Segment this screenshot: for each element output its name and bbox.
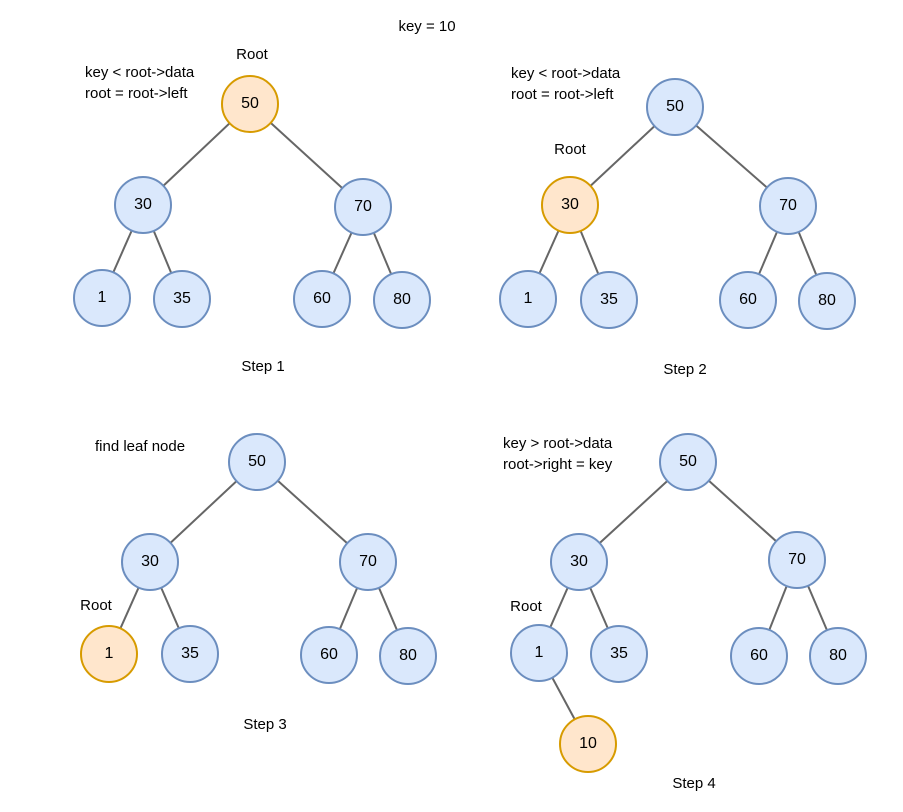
step-1-annotation: key < root->data root = root->left	[85, 62, 194, 104]
tree-node-step-3-35: 35	[161, 625, 219, 683]
tree-node-step-2-70: 70	[759, 177, 817, 235]
step-2-caption: Step 2	[663, 361, 707, 378]
step-1-caption: Step 1	[241, 358, 285, 375]
tree-node-step-3-60: 60	[300, 626, 358, 684]
tree-node-step-2-1: 1	[499, 270, 557, 328]
tree-node-step-1-70: 70	[334, 178, 392, 236]
step-3-annotation: find leaf node	[95, 436, 185, 457]
annotation-line: key < root->data	[85, 64, 195, 81]
key-value-label: key = 10	[398, 18, 456, 35]
tree-node-step-4-30: 30	[550, 533, 608, 591]
tree-node-step-4-80: 80	[809, 627, 867, 685]
tree-node-step-2-35: 35	[580, 271, 638, 329]
tree-node-step-2-30: 30	[541, 176, 599, 234]
tree-node-step-4-35: 35	[590, 625, 648, 683]
tree-node-step-1-30: 30	[114, 176, 172, 234]
step-4-annotation: key > root->data root->right = key	[503, 433, 612, 475]
tree-node-step-3-80: 80	[379, 627, 437, 685]
tree-node-step-4-50: 50	[659, 433, 717, 491]
step-2-root-pointer-label: Root	[554, 141, 586, 158]
tree-node-step-3-50: 50	[228, 433, 286, 491]
tree-node-step-3-1: 1	[80, 625, 138, 683]
annotation-line: find leaf node	[95, 438, 186, 455]
step-4-caption: Step 4	[672, 775, 716, 792]
tree-node-step-2-60: 60	[719, 271, 777, 329]
annotation-line: root = root->left	[511, 86, 614, 103]
tree-node-step-4-70: 70	[768, 531, 826, 589]
annotation-line: root = root->left	[85, 85, 188, 102]
tree-node-step-3-30: 30	[121, 533, 179, 591]
tree-node-step-4-10: 10	[559, 715, 617, 773]
tree-node-step-2-80: 80	[798, 272, 856, 330]
step-4-root-pointer-label: Root	[510, 598, 542, 615]
step-3-root-pointer-label: Root	[80, 597, 112, 614]
tree-node-step-1-35: 35	[153, 270, 211, 328]
annotation-line: key < root->data	[511, 65, 621, 82]
tree-node-step-2-50: 50	[646, 78, 704, 136]
annotation-line: key > root->data	[503, 435, 613, 452]
tree-node-step-1-1: 1	[73, 269, 131, 327]
tree-node-step-1-60: 60	[293, 270, 351, 328]
step-2-annotation: key < root->data root = root->left	[511, 63, 620, 105]
step-3-caption: Step 3	[243, 716, 287, 733]
tree-node-step-4-60: 60	[730, 627, 788, 685]
annotation-line: root->right = key	[503, 456, 613, 473]
tree-node-step-3-70: 70	[339, 533, 397, 591]
step-1-root-pointer-label: Root	[236, 46, 268, 63]
tree-node-step-4-1: 1	[510, 624, 568, 682]
tree-node-step-1-80: 80	[373, 271, 431, 329]
tree-node-step-1-50: 50	[221, 75, 279, 133]
